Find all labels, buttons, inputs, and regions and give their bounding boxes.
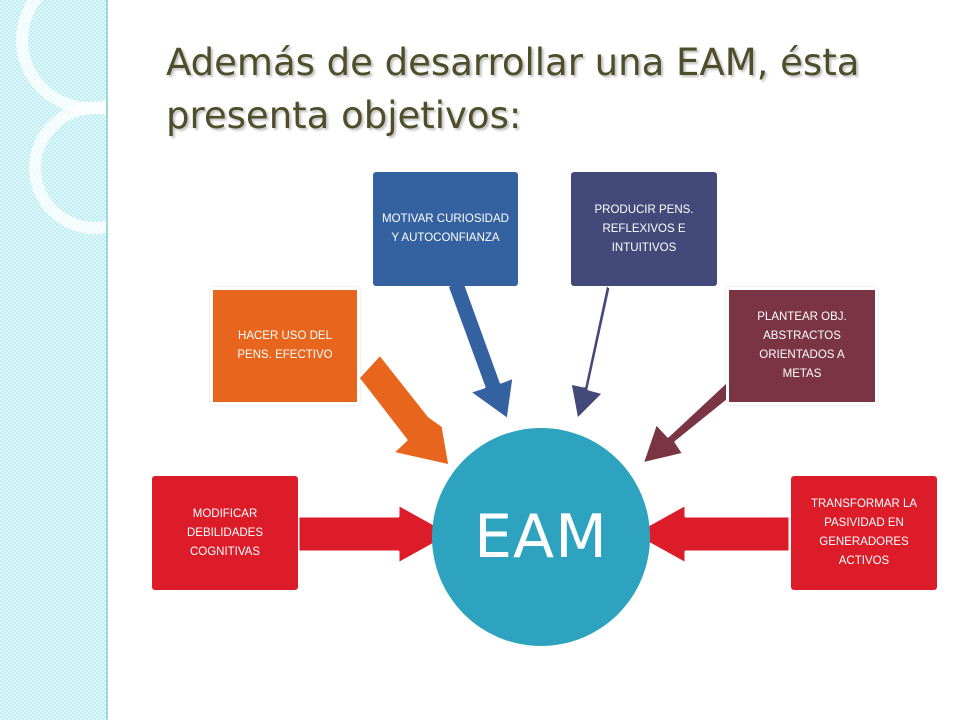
arrow-motivar [445,278,516,422]
arrow-hacer-uso [356,352,452,468]
center-label: EAM [474,502,608,572]
node-plantear-label: PLANTEAR OBJ. ABSTRACTOS ORIENTADOS A ME… [757,311,847,380]
node-transformar: TRANSFORMAR LA PASIVIDAD EN GENERADORES … [791,476,937,590]
node-modificar-label: MODIFICAR DEBILIDADES COGNITIVAS [186,507,264,558]
arrow-producir [568,282,613,422]
node-modificar: MODIFICAR DEBILIDADES COGNITIVAS [152,476,298,590]
arrow-modificar [296,502,454,566]
node-plantear: PLANTEAR OBJ. ABSTRACTOS ORIENTADOS A ME… [726,287,878,405]
deco-circle-small [29,102,106,234]
node-producir-label: PRODUCIR PENS. REFLEXIVOS E INTUITIVOS [594,203,694,254]
node-motivar: MOTIVAR CURIOSIDAD Y AUTOCONFIANZA [373,172,518,286]
decorative-circles [16,0,106,234]
node-hacer-uso: HACER USO DEL PENS. EFECTIVO [210,287,360,405]
arrow-plantear [640,378,740,466]
node-motivar-label: MOTIVAR CURIOSIDAD Y AUTOCONFIANZA [382,213,509,244]
node-transformar-label: TRANSFORMAR LA PASIVIDAD EN GENERADORES … [810,498,918,567]
node-hacer-uso-label: HACER USO DEL PENS. EFECTIVO [237,330,333,361]
node-producir: PRODUCIR PENS. REFLEXIVOS E INTUITIVOS [571,172,717,286]
center-circle-eam: EAM [432,428,650,646]
slide-title: Además de desarrollar una EAM, ésta pres… [166,41,860,137]
arrow-transformar [630,502,792,566]
